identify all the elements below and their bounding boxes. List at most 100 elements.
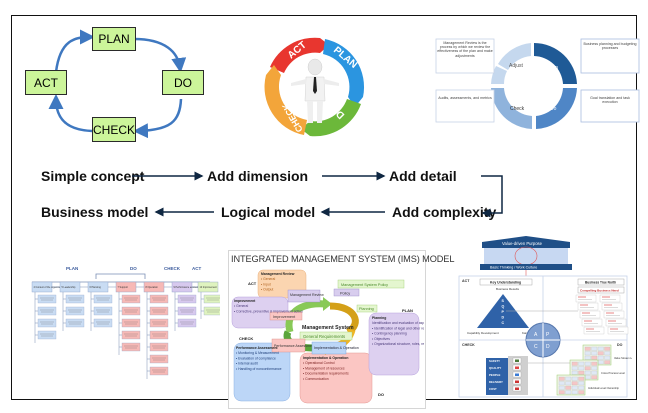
bm-child-box: [149, 330, 169, 340]
bm-child-box: [121, 294, 141, 304]
flow-step-logical-model: Logical model: [221, 204, 316, 220]
pdca-box-do-label: DO: [174, 75, 192, 90]
bm-child-box: [121, 330, 141, 340]
bm-child-box: [37, 330, 57, 340]
flow-step-business-model: Business model: [41, 204, 149, 220]
ims-tag-policy: Policy: [340, 292, 350, 296]
ims-tag-improvement: Improvement: [273, 315, 296, 319]
cm-plan-card: [581, 318, 603, 327]
ims-label-act: ACT: [248, 281, 257, 286]
cm-plan-card: [579, 310, 601, 319]
bm-child-box: [121, 342, 141, 352]
ring-segment-act: [270, 37, 320, 73]
bm-child-box: [93, 294, 113, 304]
bm-child-box: [177, 294, 197, 304]
ring-segment-do: [310, 99, 361, 137]
detail-label-adjust: Adjust: [509, 63, 524, 69]
ims-box-planning-line: • Contingency planning: [372, 332, 407, 336]
flow-arrow-3: [481, 175, 503, 218]
ims-box-planning: [368, 312, 420, 376]
cm-circle-d: D: [546, 344, 550, 350]
flow-step-simple-concept: Simple concept: [41, 168, 145, 184]
detail-note-box-do: [580, 89, 640, 123]
detail-label-plan: Plan: [548, 65, 558, 71]
pdca-box-act: ACT: [25, 70, 67, 95]
ims-box-improvement-line: • General: [234, 304, 248, 308]
bm-child-box: [149, 354, 169, 364]
ims-box-performance-line: • Monitoring & Measurement: [236, 351, 279, 355]
detail-label-check: Check: [510, 106, 525, 112]
bm-child-box: [37, 306, 57, 316]
cm-quadrant-check: CHECK: [462, 343, 475, 347]
bm-child-box: [149, 306, 169, 316]
flow-arrows: [132, 171, 503, 218]
bm-child-box: [149, 318, 169, 328]
cm-circle-p: P: [546, 332, 550, 338]
cm-compelling-need: Compelling Business Need: [580, 289, 619, 293]
bm-child-box: [93, 318, 113, 328]
cm-triangle-letter: S: [502, 299, 505, 303]
cm-plan-card: [601, 302, 623, 311]
ims-box-planning-line: Identification and evaluation of aspects…: [372, 321, 424, 325]
ims-box-review-line: • Output: [261, 288, 273, 292]
bm-phase-plan: PLAN: [66, 266, 78, 271]
detail-note-review: Management Review is the process by whic…: [437, 41, 493, 58]
cm-metric-label: COST: [489, 387, 497, 391]
cm-plan-card: [605, 318, 627, 327]
bm-child-box: [177, 306, 197, 316]
cm-triangle-left: Capability Development: [467, 331, 499, 335]
cm-do-level-label: Cross Process Level: [601, 371, 625, 375]
ims-box-planning-line: • Organizational structure, roles, respo…: [372, 342, 424, 346]
ims-box-review-line: • Input: [261, 282, 271, 286]
cm-circle-a: A: [534, 332, 538, 338]
cm-metric-label: QUALITY: [489, 366, 501, 370]
detail-segment-adjust: [498, 43, 531, 70]
bm-top-box-label: 5 Leadership: [62, 286, 76, 289]
cm-do-level-label: Value Stream Level: [614, 356, 632, 360]
detail-note-box-plan: [580, 38, 640, 74]
ims-box-implementation-line: • Operational Control: [303, 361, 335, 365]
ring-segment-plan: [323, 39, 365, 97]
cm-header-top: Value-driven Purpose: [502, 241, 543, 246]
cm-plan-card: [599, 294, 621, 303]
pdca-box-act-label: ACT: [34, 75, 58, 90]
business-model-diagram: PLAN DO CHECK ACT 4 Context of the organ…: [31, 266, 220, 379]
pdca-box-do: DO: [162, 70, 204, 95]
cm-true-north: Business True North: [585, 281, 616, 285]
bm-top-box-label: 4 Context of the organization: [34, 286, 65, 289]
cm-triangle: [477, 294, 529, 328]
ims-tag-planning: Planning: [359, 307, 374, 311]
cm-do-level-label: Individual Level Ownership: [588, 386, 620, 390]
bm-phase-act: ACT: [192, 266, 201, 271]
pdca-box-plan-label: PLAN: [98, 32, 130, 46]
cycle-arrow-do-check: [133, 98, 183, 139]
cm-metric-label: DELIVERY: [489, 380, 503, 384]
ims-diagram: Management System General Requirements M…: [231, 269, 424, 404]
detail-note-do: Goal translation and task execution: [590, 96, 630, 105]
pdca-box-check-label: CHECK: [93, 122, 136, 137]
bm-child-box: [177, 318, 197, 328]
detail-pdca-diagram: Adjust Plan Do Check Management Review i…: [435, 38, 640, 129]
ims-box-planning-line: • Identification of legal and other requ…: [372, 326, 424, 330]
bm-phase-do: DO: [130, 266, 137, 271]
ims-box-implementation-line: • Documentation requirements: [303, 372, 349, 376]
cycle-arrow-plan-do: [133, 37, 187, 73]
flow-step-add-dimension: Add dimension: [207, 168, 309, 184]
bm-phase-check: CHECK: [164, 266, 181, 271]
detail-note-plan: Business planning and budgeting processe…: [583, 42, 637, 51]
bm-child-box: [37, 294, 57, 304]
bm-child-box: [149, 294, 169, 304]
detail-label-do: Do: [550, 106, 557, 112]
pdca-box-check: CHECK: [92, 117, 136, 142]
bm-top-box-label: 7 Support: [118, 286, 129, 289]
ims-box-planning-line: • Objectives: [372, 337, 390, 341]
simple-pdca-diagram: [48, 29, 187, 139]
cm-circle-c: C: [534, 344, 538, 350]
bm-child-box: [203, 294, 220, 304]
ims-label-check: CHECK: [239, 336, 253, 341]
detail-note-check: Audits, assessments, and metrics: [438, 96, 492, 100]
cm-plan-card: [577, 302, 599, 311]
detail-segment-check: [491, 88, 532, 129]
bm-top-box-label: 10 Improvement: [200, 286, 218, 289]
bm-top-box-label: 6 Planning: [90, 286, 102, 289]
